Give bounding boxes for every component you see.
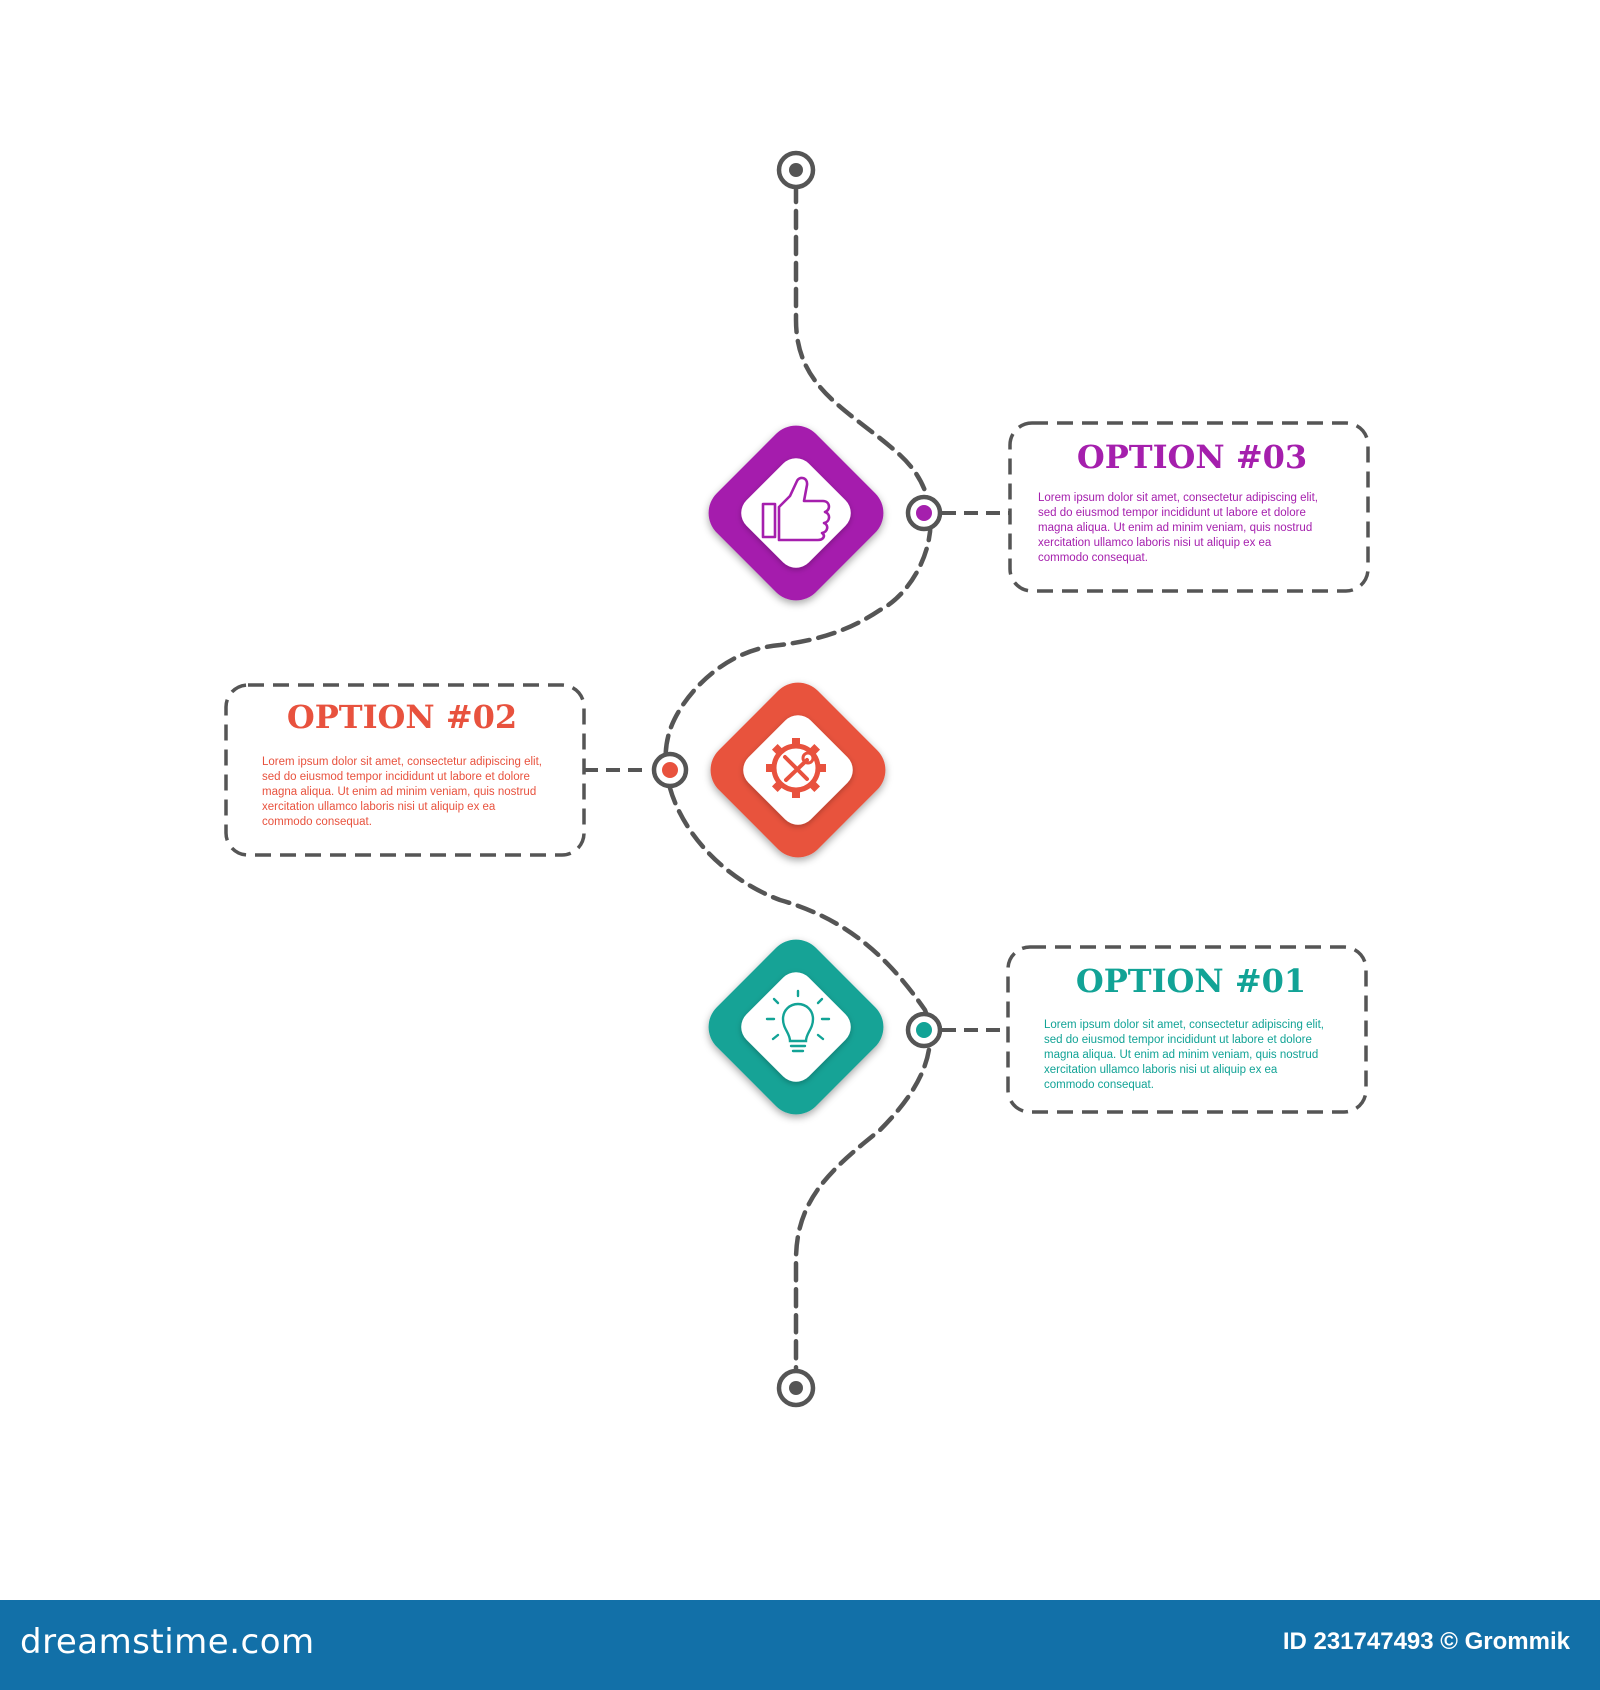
option-01-line: magna aliqua. Ut enim ad minim veniam, q… xyxy=(1044,1049,1318,1061)
option-03-line: xercitation ullamco laboris nisi ut aliq… xyxy=(1038,537,1272,549)
svg-text:Lorem ipsum dolor sit amet, co: Lorem ipsum dolor sit amet, consectetur … xyxy=(1038,492,1321,564)
timeline-path xyxy=(663,182,933,1373)
footer-brand[interactable]: dreamstime.com xyxy=(20,1622,315,1662)
option-03-line: sed do eiusmod tempor incididunt ut labo… xyxy=(1038,507,1306,519)
top-end-node xyxy=(776,150,816,190)
svg-text:Lorem ipsum dolor sit amet, co: Lorem ipsum dolor sit amet, consectetur … xyxy=(262,756,545,828)
option-02-line: magna aliqua. Ut enim ad minim veniam, q… xyxy=(262,786,536,798)
option-02-card: OPTION #02 Lorem ipsum dolor sit amet, c… xyxy=(224,683,586,857)
footer-credit: ID 231747493 © Grommik xyxy=(1282,1628,1570,1655)
option-03-line: magna aliqua. Ut enim ad minim veniam, q… xyxy=(1038,522,1312,534)
option-02-line: xercitation ullamco laboris nisi ut aliq… xyxy=(262,801,496,813)
option-02-line: sed do eiusmod tempor incididunt ut labo… xyxy=(262,771,530,783)
option-03-marker xyxy=(708,425,943,601)
option-01-marker xyxy=(708,939,943,1115)
option-01-line: Lorem ipsum dolor sit amet, consectetur … xyxy=(1044,1019,1324,1031)
option-01-line: xercitation ullamco laboris nisi ut aliq… xyxy=(1044,1064,1278,1076)
option-02-marker xyxy=(651,682,886,858)
option-01-card: OPTION #01 Lorem ipsum dolor sit amet, c… xyxy=(1006,945,1368,1114)
gear-tools-icon xyxy=(766,738,826,798)
option-03-title: OPTION #03 xyxy=(1077,438,1307,476)
bottom-end-node xyxy=(776,1368,816,1408)
option-01-title: OPTION #01 xyxy=(1076,962,1306,1000)
footer-bar: dreamstime.com ID 231747493 © Grommik xyxy=(0,1600,1600,1690)
option-03-card: OPTION #03 Lorem ipsum dolor sit amet, c… xyxy=(1008,421,1370,593)
option-02-line: commodo consequat. xyxy=(262,816,372,828)
option-01-line: commodo consequat. xyxy=(1044,1079,1154,1091)
thumbs-up-icon xyxy=(761,476,831,542)
option-02-title: OPTION #02 xyxy=(287,698,517,736)
option-03-line: Lorem ipsum dolor sit amet, consectetur … xyxy=(1038,492,1318,504)
lightbulb-icon xyxy=(765,989,831,1053)
option-03-line: commodo consequat. xyxy=(1038,552,1148,564)
svg-text:Lorem ipsum dolor sit amet, co: Lorem ipsum dolor sit amet, consectetur … xyxy=(1044,1019,1327,1091)
option-01-line: sed do eiusmod tempor incididunt ut labo… xyxy=(1044,1034,1312,1046)
option-02-line: Lorem ipsum dolor sit amet, consectetur … xyxy=(262,756,542,768)
